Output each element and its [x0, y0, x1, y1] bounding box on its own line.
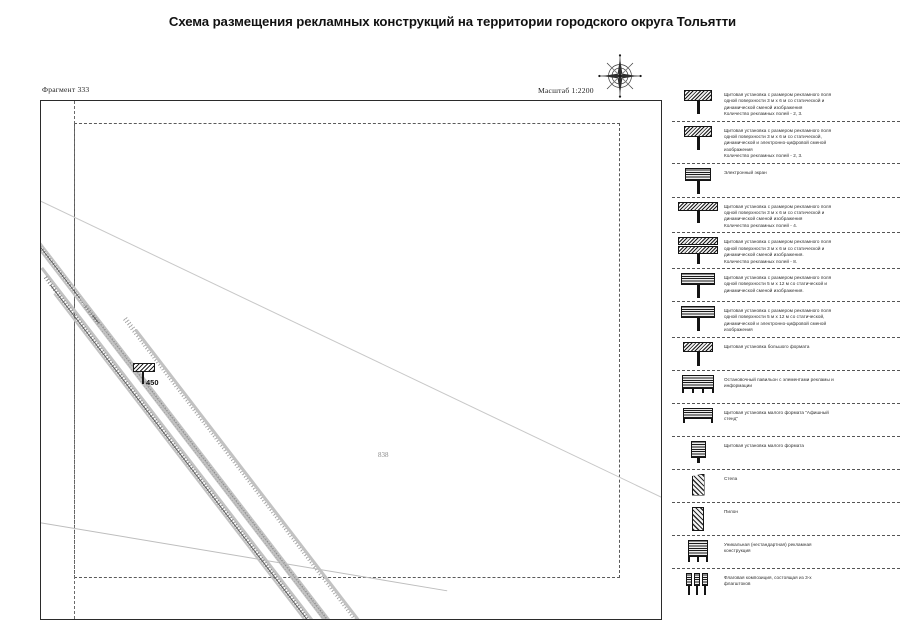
legend-icon-cell — [672, 272, 724, 298]
legend-icon-cell — [672, 374, 724, 393]
marker-label: 450 — [146, 378, 159, 387]
bus-stop-pavilion-icon — [682, 374, 714, 393]
legend-item-label: Щитовая установка с размером рекламного … — [724, 307, 832, 333]
legend-item-label: Щитовая установка с размером рекламного … — [724, 239, 832, 264]
small-billboard-icon — [690, 440, 706, 463]
map-area-code: 838 — [378, 451, 389, 459]
map-guide-vertical — [74, 101, 75, 619]
legend-item-label: Щитовая установка большого формата — [724, 343, 810, 349]
billboard-single-panel-icon — [684, 90, 712, 114]
legend-item-billboard-5x12-static-dynamic[interactable]: Щитовая установка с размером рекламного … — [672, 269, 900, 302]
legend-item-billboard-3x6-static-dynamic-8[interactable]: Щитовая установка с размером рекламного … — [672, 233, 900, 269]
legend-item-label: Остановочный павильон с элементами рекла… — [724, 376, 834, 388]
legend-item-electronic-screen[interactable]: Электронный экран — [672, 164, 900, 198]
legend-icon-cell — [672, 236, 724, 265]
pylon-icon — [692, 506, 704, 531]
legend-icon-cell — [672, 125, 724, 150]
legend-icon-cell — [672, 473, 724, 496]
legend-icon-cell — [672, 539, 724, 562]
legend-item-small-format-poster-stand[interactable]: Щитовая установка малого формата "Афишны… — [672, 404, 900, 437]
map-inner-frame — [74, 123, 620, 578]
legend-icon-cell — [672, 167, 724, 194]
flag-composition-icon — [686, 572, 710, 595]
electronic-screen-icon — [685, 167, 711, 194]
compass-rose-icon — [596, 52, 644, 100]
legend-icon-cell — [672, 440, 724, 463]
marker-post-icon — [142, 372, 144, 384]
map-canvas[interactable]: 450 838 — [40, 100, 662, 620]
billboard-large-format-icon — [683, 341, 713, 366]
legend-icon-cell — [672, 305, 724, 331]
billboard-wide-panel-icon — [681, 272, 715, 298]
legend-item-billboard-5x12-static-dynamic-digital[interactable]: Щитовая установка с размером рекламного … — [672, 302, 900, 338]
legend-item-label: Уникальная (нестандартная) рекламная кон… — [724, 541, 812, 553]
legend-item-small-format-billboard[interactable]: Щитовая установка малого формата — [672, 437, 900, 470]
legend-item-billboard-3x6-static-dynamic-digital-2-3[interactable]: Щитовая установка с размером рекламного … — [672, 122, 900, 164]
legend-item-label: Щитовая установка малого формата "Афишны… — [724, 409, 829, 421]
stela-icon — [691, 473, 705, 496]
legend-icon-cell — [672, 341, 724, 366]
legend-item-billboard-3x6-static-dynamic-4[interactable]: Щитовая установка с размером рекламного … — [672, 198, 900, 234]
unique-construction-icon — [688, 539, 708, 562]
legend-item-unique-nonstandard-construction[interactable]: Уникальная (нестандартная) рекламная кон… — [672, 536, 900, 569]
legend-item-label: Щитовая установка с размером рекламного … — [724, 274, 832, 293]
billboard-wide-panel-icon — [681, 305, 715, 331]
legend-item-label: Щитовая установка с размером рекламного … — [724, 203, 832, 228]
scale-label: Масштаб 1:2200 — [538, 86, 594, 95]
legend-item-pylon[interactable]: Пилон — [672, 503, 900, 536]
legend-item-billboard-3x6-static-dynamic-2-3[interactable]: Щитовая установка с размером рекламного … — [672, 86, 900, 122]
legend-item-label: Щитовая установка с размером рекламного … — [724, 92, 832, 117]
billboard-single-panel-icon — [684, 125, 712, 150]
marker-panel-icon — [133, 363, 155, 372]
legend-icon-cell — [672, 89, 724, 114]
legend-item-label: Щитовая установка малого формата — [724, 442, 804, 448]
billboard-multi-panel-icon — [678, 237, 718, 265]
legend-item-bus-stop-pavilion[interactable]: Остановочный павильон с элементами рекла… — [672, 371, 900, 404]
billboard-multi-panel-icon — [678, 201, 718, 223]
poster-stand-icon — [683, 407, 713, 423]
legend-panel: Щитовая установка с размером рекламного … — [672, 86, 900, 601]
legend-item-stela[interactable]: Стела — [672, 470, 900, 503]
legend-icon-cell — [672, 506, 724, 531]
fragment-label: Фрагмент 333 — [42, 85, 90, 94]
legend-item-label: Флаговая композиция, состоящая из 3-х фл… — [724, 574, 812, 586]
legend-item-billboard-large-format[interactable]: Щитовая установка большого формата — [672, 338, 900, 371]
legend-item-flag-composition-3-poles[interactable]: Флаговая композиция, состоящая из 3-х фл… — [672, 569, 900, 601]
legend-item-label: Электронный экран — [724, 169, 767, 175]
legend-icon-cell — [672, 201, 724, 223]
legend-icon-cell — [672, 407, 724, 423]
legend-icon-cell — [672, 572, 724, 595]
map-marker-billboard[interactable]: 450 — [133, 363, 159, 387]
legend-item-label: Стела — [724, 475, 738, 481]
page-title: Схема размещения рекламных конструкций н… — [168, 14, 737, 29]
legend-item-label: Пилон — [724, 508, 738, 514]
legend-item-label: Щитовая установка с размером рекламного … — [724, 127, 832, 159]
